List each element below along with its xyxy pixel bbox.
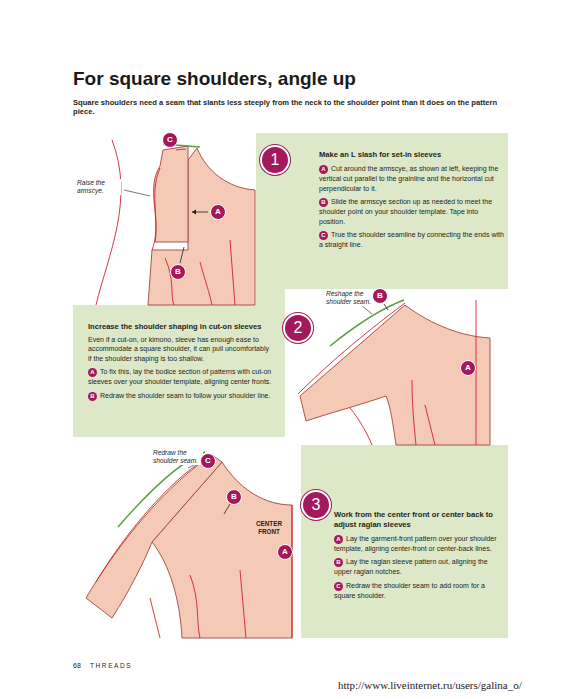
step-text: True the shoulder seamline by connecting… — [319, 231, 504, 248]
pattern-raglan-sleeve — [86, 452, 292, 638]
pattern-cut-on-sleeve-stroke — [476, 300, 477, 445]
pattern-cut-on-sleeve-stroke — [412, 380, 416, 445]
panel-ground — [73, 133, 508, 638]
panel-heading: Make an L slash for set-in sleeves — [319, 150, 505, 160]
step-text: Redraw the shoulder seam to add room for… — [334, 582, 485, 599]
callout-letter-text: B — [175, 268, 181, 276]
callout-letter: B — [170, 264, 186, 280]
callout-letter-text: A — [215, 208, 221, 216]
callout-letter: A — [460, 360, 476, 376]
callout-letter-text: B — [377, 292, 383, 300]
step-letter: A — [334, 535, 343, 544]
subtitle: Square shoulders need a seam that slants… — [73, 98, 513, 117]
pattern-raglan-sleeve-stroke — [190, 575, 200, 638]
step-letter: A — [88, 368, 97, 377]
callout-letter: A — [277, 544, 293, 560]
step-text: To fix this, lay the bodice section of p… — [88, 368, 271, 385]
pattern-cut-on-sleeve — [298, 300, 490, 445]
step-text: Lay the raglan sleeve pattern out, align… — [334, 558, 488, 575]
pattern-set-in-sleeve-stroke — [124, 190, 150, 196]
pattern-set-in-sleeve-stroke — [152, 168, 160, 250]
step-text: Cut around the armscye, as shown at left… — [319, 165, 498, 192]
step-letter: B — [319, 198, 328, 207]
magazine-name: THREADS — [90, 662, 150, 670]
pattern-set-in-sleeve-stroke — [176, 149, 186, 150]
step-letter: C — [334, 582, 343, 591]
instruction-panel: Work from the center front or center bac… — [73, 437, 508, 638]
step-letter: B — [88, 392, 97, 401]
step-letter: B — [334, 558, 343, 567]
pattern-set-in-sleeve-stroke — [154, 146, 188, 242]
callout-letter-text: A — [282, 548, 288, 556]
step-text: Redraw the shoulder seam to follow your … — [100, 392, 270, 399]
callout-letter-text: B — [231, 493, 237, 501]
pattern-set-in-sleeve-stroke — [180, 247, 184, 263]
illustration-note: Reshape the shoulder seam. — [326, 290, 374, 306]
callout-letter: C — [162, 132, 178, 148]
pattern-cut-on-sleeve-stroke — [330, 300, 404, 346]
pattern-raglan-sleeve-stroke — [150, 598, 160, 638]
instruction-panel: Increase the shoulder shaping in cut-on … — [73, 305, 508, 437]
callout-letter: A — [210, 204, 226, 220]
watermark: http://www.liveinternet.ru/users/galina_… — [338, 679, 576, 693]
pattern-raglan-sleeve-stroke — [86, 455, 222, 618]
part-label: CENTER FRONT — [250, 520, 288, 536]
instruction-panel: Make an L slash for set-in sleeves1CABAC… — [73, 133, 508, 305]
pattern-cut-on-sleeve-stroke — [300, 305, 490, 445]
pattern-raglan-sleeve-stroke — [96, 458, 208, 582]
step-number: 2 — [283, 313, 313, 343]
pattern-raglan-sleeve-stroke — [292, 505, 293, 638]
step-text: Lay the garment-front pattern over your … — [334, 535, 497, 552]
callout-letter: B — [226, 489, 242, 505]
pattern-cut-on-sleeve-stroke — [425, 405, 435, 445]
callout-letter: B — [372, 288, 388, 304]
illustration-ground — [73, 437, 301, 638]
pattern-set-in-sleeve-stroke — [230, 240, 235, 305]
panel-intro: Even if a cut-on, or kimono, sleeve has … — [88, 335, 274, 363]
instruction-step: BRedraw the shoulder seam to follow your… — [88, 391, 274, 401]
step-letter: C — [319, 231, 328, 240]
instruction-step: ALay the garment-front pattern over your… — [334, 534, 504, 554]
callout-letter-text: A — [465, 364, 471, 372]
pattern-set-in-sleeve-stroke — [200, 262, 212, 305]
panel-heading: Increase the shoulder shaping in cut-on … — [88, 322, 274, 332]
step-number: 1 — [260, 145, 290, 175]
step-number-text: 1 — [271, 152, 280, 168]
instruction-step: BLay the raglan sleeve pattern out, alig… — [334, 557, 504, 577]
pattern-set-in-sleeve-stroke — [192, 210, 196, 215]
page-number: 68 — [73, 662, 89, 671]
instruction-step: BSlide the armscye section up as needed … — [319, 197, 505, 226]
page-title: For square shoulders, angle up — [73, 68, 553, 90]
pattern-raglan-sleeve-stroke — [240, 570, 246, 638]
pattern-set-in-sleeve-stroke — [96, 140, 121, 305]
illustration-note: Raise the armscye. — [77, 179, 121, 195]
illustration-note: Redraw the shoulder seam. — [153, 449, 203, 465]
panel-heading: Work from the center front or center bac… — [334, 510, 504, 530]
callout-letter-text: C — [205, 457, 211, 465]
step-letter: A — [319, 165, 328, 174]
instruction-step: ACut around the armscye, as shown at lef… — [319, 164, 505, 193]
pattern-cut-on-sleeve-stroke — [350, 408, 372, 445]
instruction-step: CTrue the shoulder seamline by connectin… — [319, 230, 505, 250]
step-number-text: 2 — [294, 320, 303, 336]
step-number: 3 — [301, 490, 331, 520]
callout-letter: C — [200, 453, 216, 469]
illustration-ground — [285, 289, 508, 445]
pattern-cut-on-sleeve-stroke — [298, 303, 405, 394]
instruction-step: ATo fix this, lay the bodice section of … — [88, 367, 274, 387]
callout-letter-text: C — [167, 136, 173, 144]
step-number-text: 3 — [312, 497, 321, 513]
pattern-raglan-sleeve-stroke — [224, 504, 230, 514]
illustration-ground — [73, 133, 256, 305]
instruction-step: CRedraw the shoulder seam to add room fo… — [334, 581, 504, 601]
step-text: Slide the armscye section up as needed t… — [319, 198, 492, 225]
pattern-set-in-sleeve — [96, 140, 255, 305]
pattern-cut-on-sleeve-stroke — [384, 304, 388, 310]
